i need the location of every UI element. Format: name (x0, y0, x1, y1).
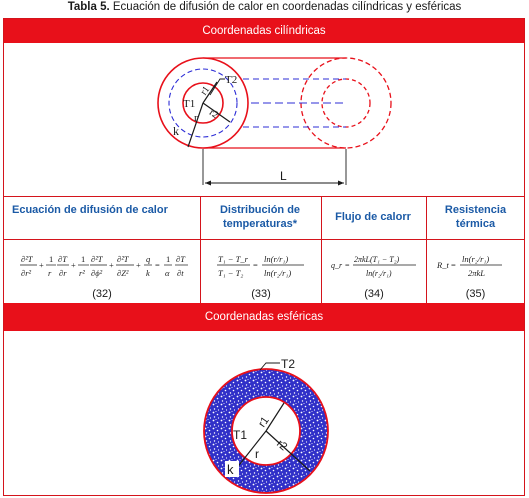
svg-text:r²: r² (79, 268, 85, 278)
table-caption: Tabla 5. Ecuación de difusión de calor e… (0, 1, 529, 13)
svg-text:2πkL(T₁ − T₂): 2πkL(T₁ − T₂) (354, 255, 400, 264)
svg-text:T₁ − T₂: T₁ − T₂ (218, 268, 243, 278)
col-header-diffusion: Ecuación de difusión de calor (12, 204, 168, 216)
svg-text:ln(r₂/r₁): ln(r₂/r₁) (366, 269, 392, 278)
svg-text:T₁ − T_r: T₁ − T_r (218, 254, 249, 264)
cylinder-near-radius-dashed (168, 68, 238, 138)
equation-resistance: R_t = ln(r₂/r₁) 2πkL (436, 254, 502, 278)
svg-text:∂²T: ∂²T (117, 254, 130, 264)
svg-text:+: + (39, 260, 44, 270)
svg-text:∂²T: ∂²T (21, 254, 34, 264)
svg-text:ln(r₂/r₁): ln(r₂/r₁) (264, 268, 291, 278)
svg-text:=: = (345, 261, 350, 270)
cyl-label-t1: T1 (183, 98, 195, 110)
sph-label-k: k (227, 462, 234, 477)
equation-number-32: (32) (92, 288, 112, 300)
svg-text:r: r (48, 268, 52, 278)
section-header-cylindrical: Coordenadas cilíndricas (4, 19, 524, 43)
svg-text:∂T: ∂T (176, 254, 186, 264)
svg-text:∂r²: ∂r² (21, 268, 32, 278)
svg-text:=: = (155, 260, 160, 270)
col-header-temperature: Distribución de temperaturas* (219, 204, 301, 230)
caption-title: Ecuación de difusión de calor en coorden… (112, 1, 462, 13)
equation-number-34: (34) (364, 288, 384, 300)
sph-label-r: r (255, 447, 259, 461)
svg-text:2πkL: 2πkL (468, 268, 485, 278)
svg-text:∂Z²: ∂Z² (117, 268, 129, 278)
svg-text:∂r: ∂r (59, 268, 67, 278)
equation-number-35: (35) (465, 288, 486, 300)
equation-number-33: (33) (251, 288, 271, 300)
cyl-label-length: L (280, 169, 287, 183)
table-frame: Coordenadas cilíndricas T1 r1 r r2 k T2 (3, 18, 525, 496)
equation-heat-flux: q_r = 2πkL(T₁ − T₂) ln(r₂/r₁) (331, 255, 416, 278)
svg-text:ln(r/r₁): ln(r/r₁) (264, 254, 288, 264)
svg-text:q: q (146, 254, 151, 264)
svg-text:α: α (165, 268, 170, 278)
cyl-label-r: r (194, 112, 198, 124)
cylinder-diagram: T1 r1 r r2 k T2 L (157, 57, 392, 186)
svg-text:+: + (109, 260, 114, 270)
svg-text:ln(r₂/r₁): ln(r₂/r₁) (462, 254, 489, 264)
svg-text:+: + (71, 260, 76, 270)
svg-text:q_r: q_r (331, 261, 343, 270)
svg-text:∂t: ∂t (177, 268, 184, 278)
svg-text:1: 1 (49, 254, 53, 264)
svg-text:∂ϕ²: ∂ϕ² (91, 268, 103, 278)
equation-diffusion: ∂²T ∂r² + 1 r ∂T ∂r + 1 r² ∂²T ∂ϕ² + ∂²T ∂Z² +… (20, 254, 188, 278)
svg-text:∂²T: ∂²T (91, 254, 104, 264)
svg-text:R_t: R_t (436, 260, 449, 270)
cyl-label-t2: T2 (225, 74, 237, 86)
svg-text:+: + (136, 260, 141, 270)
cyl-label-k: k (173, 124, 179, 138)
svg-text:=: = (451, 260, 456, 270)
sph-label-t1: T1 (233, 428, 247, 442)
col-header-heat-flux: Flujo de calorr (335, 211, 411, 223)
svg-text:1: 1 (81, 254, 85, 264)
equation-table: Ecuación de difusión de calor Distribuci… (4, 196, 524, 304)
section-header-spherical: Coordenadas esféricas (4, 303, 524, 331)
equation-temperature: T₁ − T_r T₁ − T₂ = ln(r/r₁) ln(r₂/r₁) (217, 254, 304, 278)
svg-text:∂T: ∂T (58, 254, 68, 264)
sph-label-t2: T2 (281, 357, 295, 371)
svg-text:k: k (146, 268, 150, 278)
svg-text:=: = (253, 260, 258, 270)
sphere-diagram: T1 r1 r r2 k T2 (203, 357, 329, 494)
caption-label: Tabla 5. (67, 1, 110, 13)
svg-text:1: 1 (166, 254, 170, 264)
col-header-resistance: Resistencia térmica (444, 204, 507, 230)
